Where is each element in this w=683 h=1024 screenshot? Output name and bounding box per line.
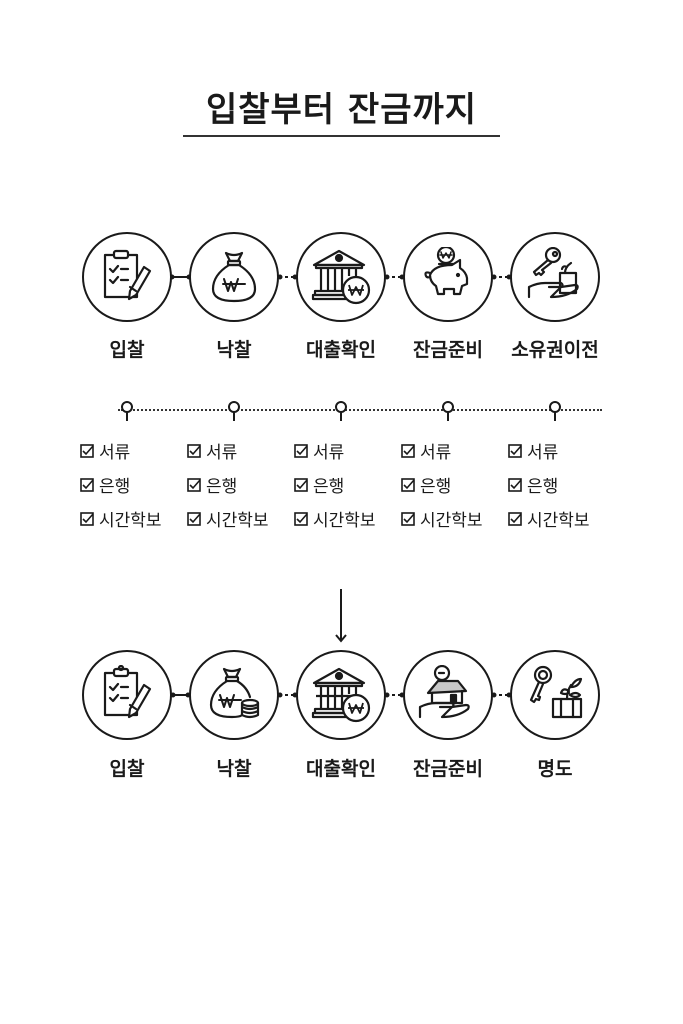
checklist-item: 시간학보 <box>187 506 269 531</box>
page-title: 입찰부터 잔금까지 <box>205 90 478 130</box>
checkbox-checked-icon <box>80 477 94 492</box>
checklist-item: 서류 <box>294 438 344 463</box>
piggy-bank-won-icon <box>424 247 469 296</box>
checklist-item: 서류 <box>508 438 558 463</box>
step-label: 입찰 <box>109 339 145 361</box>
checkbox-checked-icon <box>294 443 308 458</box>
checkbox-checked-icon <box>508 477 522 492</box>
checkbox-checked-icon <box>80 511 94 526</box>
clipboard-pencil-icon <box>103 249 152 301</box>
money-bag-coins-icon <box>209 667 260 719</box>
money-bag-won-icon <box>211 251 257 303</box>
checkbox-checked-icon <box>294 477 308 492</box>
pin-stem <box>446 412 449 421</box>
step-label: 잔금준비 <box>413 758 483 780</box>
step-label: 잔금준비 <box>413 339 483 361</box>
step-label: 명도 <box>537 758 573 780</box>
checklist-item: 서류 <box>80 438 130 463</box>
step-circle-balance-prep <box>403 232 493 322</box>
checkbox-checked-icon <box>401 477 415 492</box>
step-label: 대출확인 <box>306 339 376 361</box>
title-underline <box>183 135 500 137</box>
bank-won-icon <box>311 249 371 305</box>
pin-stem <box>232 412 235 421</box>
step-circle-bid <box>82 650 172 740</box>
step-label: 대출확인 <box>306 758 376 780</box>
checklist-item: 시간학보 <box>508 506 590 531</box>
step-label: 낙찰 <box>216 758 252 780</box>
pin-stem <box>553 412 556 421</box>
checkbox-checked-icon <box>187 511 201 526</box>
step-circle-loan-check <box>296 232 386 322</box>
step-label: 낙찰 <box>216 339 252 361</box>
step-label: 소유권이전 <box>511 339 599 361</box>
step-label: 입찰 <box>109 758 145 780</box>
checkbox-checked-icon <box>294 511 308 526</box>
checklist-item: 서류 <box>401 438 451 463</box>
step-circle-loan-check <box>296 650 386 740</box>
pin-stem <box>339 412 342 421</box>
checklist-item: 은행 <box>401 472 451 497</box>
checklist-item: 시간학보 <box>80 506 162 531</box>
step-circle-balance-prep <box>403 650 493 740</box>
pin-stem <box>125 412 128 421</box>
key-hand-plant-icon <box>527 247 579 299</box>
step-circle-bid <box>82 232 172 322</box>
checkbox-checked-icon <box>187 477 201 492</box>
checkbox-checked-icon <box>401 511 415 526</box>
checklist-item: 시간학보 <box>401 506 483 531</box>
step-circle-ownership-transfer <box>510 232 600 322</box>
clipboard-pencil-icon <box>103 665 152 719</box>
checklist-item: 은행 <box>508 472 558 497</box>
checkbox-checked-icon <box>401 443 415 458</box>
checklist-timeline <box>118 409 602 411</box>
step-circle-eviction <box>510 650 600 740</box>
bank-won-icon <box>311 667 371 723</box>
key-gift-plant-icon <box>529 665 583 719</box>
checklist-item: 은행 <box>294 472 344 497</box>
hand-house-icon <box>418 665 470 719</box>
checklist-item: 은행 <box>80 472 130 497</box>
down-arrow-icon <box>335 589 347 643</box>
checkbox-checked-icon <box>187 443 201 458</box>
checklist-item: 서류 <box>187 438 237 463</box>
step-circle-winning-bid <box>189 650 279 740</box>
step-circle-winning-bid <box>189 232 279 322</box>
checklist-item: 은행 <box>187 472 237 497</box>
checkbox-checked-icon <box>80 443 94 458</box>
checkbox-checked-icon <box>508 443 522 458</box>
checkbox-checked-icon <box>508 511 522 526</box>
checklist-item: 시간학보 <box>294 506 376 531</box>
